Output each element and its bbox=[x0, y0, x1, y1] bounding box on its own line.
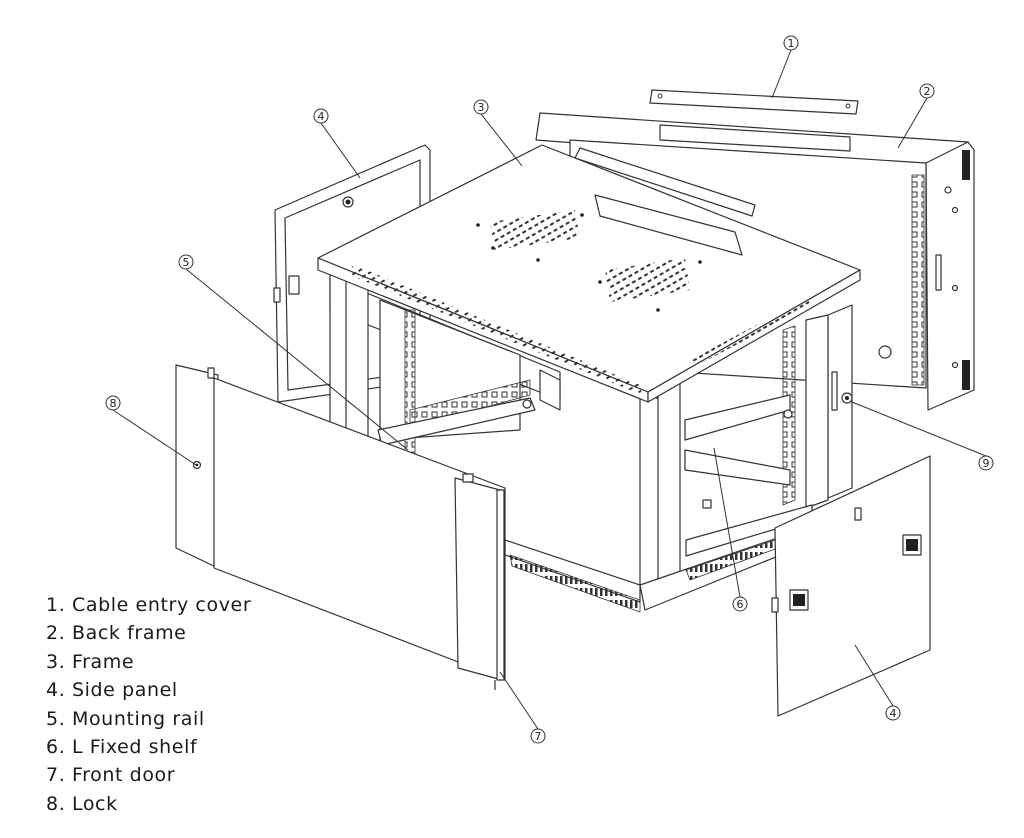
svg-text:2: 2 bbox=[924, 85, 931, 98]
svg-text:9: 9 bbox=[983, 457, 990, 470]
parts-legend: 1. Cable entry cover 2. Back frame 3. Fr… bbox=[46, 591, 251, 818]
svg-text:3: 3 bbox=[478, 101, 485, 114]
callout-8: 8 bbox=[105, 395, 121, 411]
callout-4-left: 4 bbox=[313, 108, 329, 124]
right-side-panel bbox=[771, 455, 931, 717]
svg-text:1: 1 bbox=[788, 37, 795, 50]
svg-text:5: 5 bbox=[183, 256, 190, 269]
legend-item-front-door: 7. Front door bbox=[46, 764, 176, 787]
legend-item-mounting-rail: 5. Mounting rail bbox=[46, 707, 205, 730]
callout-9: 9 bbox=[978, 455, 994, 471]
cabinet-interior bbox=[329, 277, 561, 456]
cable-entry-cover bbox=[649, 89, 859, 115]
svg-text:4: 4 bbox=[318, 110, 325, 123]
legend-item-side-panel: 4. Side panel bbox=[46, 679, 178, 702]
callout-4-right: 4 bbox=[885, 705, 901, 721]
top-frame bbox=[317, 144, 861, 403]
callout-3: 3 bbox=[473, 99, 489, 115]
callout-1: 1 bbox=[783, 35, 799, 51]
legend-item-back-frame: 2. Back frame bbox=[46, 622, 187, 645]
callout-6: 6 bbox=[732, 596, 748, 612]
leader-lines bbox=[112, 49, 987, 730]
svg-text:8: 8 bbox=[110, 397, 117, 410]
svg-text:6: 6 bbox=[737, 598, 744, 611]
svg-text:4: 4 bbox=[890, 707, 897, 720]
callout-7: 7 bbox=[530, 728, 546, 744]
callout-2: 2 bbox=[919, 83, 935, 99]
legend-item-cable-entry-cover: 1. Cable entry cover bbox=[46, 594, 252, 616]
callouts: 1 2 3 4 5 4 6 7 8 9 bbox=[105, 35, 994, 744]
legend-item-fixed-shelf: 6. L Fixed shelf bbox=[46, 736, 198, 759]
legend-item-lock: 8. Lock bbox=[46, 792, 118, 815]
legend-item-frame: 3. Frame bbox=[46, 650, 135, 673]
callout-5: 5 bbox=[178, 254, 194, 270]
svg-text:7: 7 bbox=[535, 730, 542, 743]
